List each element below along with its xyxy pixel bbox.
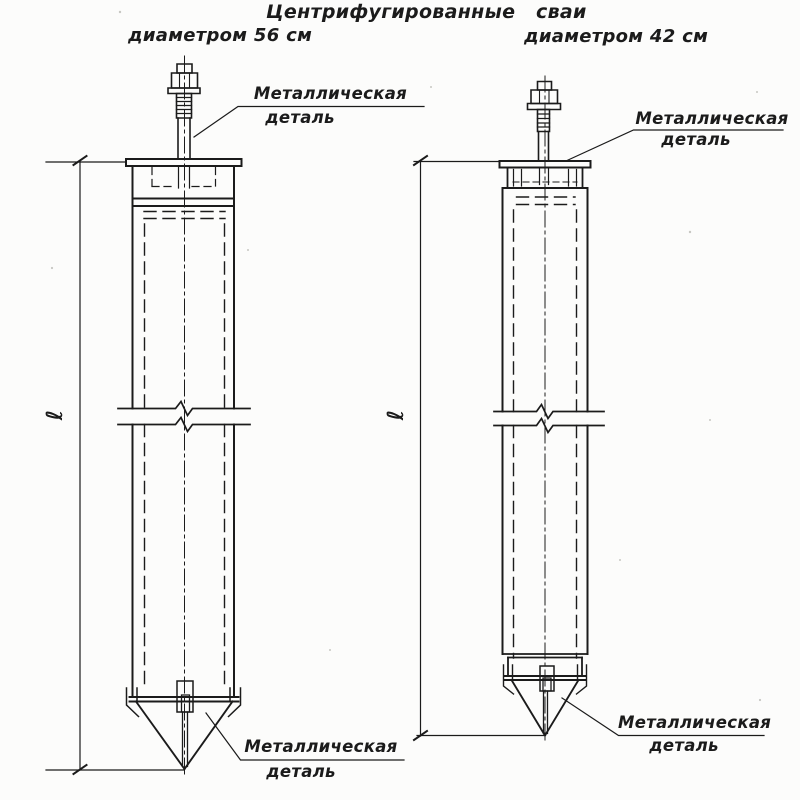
right-bottom-metal-detail	[501, 653, 589, 737]
right-top-metal-detail	[526, 80, 562, 162]
right-length-dimension-label: ℓ	[383, 409, 409, 421]
left-bottom-callout-line1: Металлическая	[244, 737, 398, 756]
left-top-leader-line	[193, 105, 425, 138]
left-pile-drawing	[45, 55, 425, 776]
left-top-callout-line1: Металлическая	[253, 84, 408, 103]
right-top-callout-line2: деталь	[661, 130, 731, 149]
left-pile-subtitle: диаметром 56 см	[128, 25, 313, 46]
right-dimension-line	[412, 154, 545, 742]
right-top-callout-line1: Металлическая	[635, 109, 789, 128]
left-pile-head	[125, 158, 243, 220]
right-pile-body	[501, 187, 589, 659]
right-pile-subtitle: диаметром 42 см	[524, 26, 709, 47]
right-break-mark	[493, 402, 605, 435]
left-length-dimension-label: ℓ	[42, 409, 68, 421]
left-dimension-line	[45, 154, 185, 776]
right-bottom-callout-line1: Металлическая	[618, 713, 772, 732]
left-top-metal-detail	[167, 63, 201, 160]
right-bottom-callout-line2: деталь	[649, 736, 719, 755]
left-bottom-metal-detail	[125, 680, 242, 771]
right-pile-drawing	[412, 75, 784, 742]
right-top-leader-line	[566, 129, 784, 162]
left-bottom-leader-line	[205, 712, 405, 761]
paper-specks	[50, 10, 762, 702]
left-top-callout-line2: деталь	[265, 108, 335, 127]
right-bottom-leader-line	[561, 697, 765, 737]
drawing-title: Центрифугированные сваи	[266, 1, 587, 23]
right-pile-head	[498, 160, 592, 206]
left-pile-body	[131, 165, 235, 697]
left-break-mark	[117, 399, 251, 434]
left-bottom-callout-line2: деталь	[266, 762, 336, 781]
